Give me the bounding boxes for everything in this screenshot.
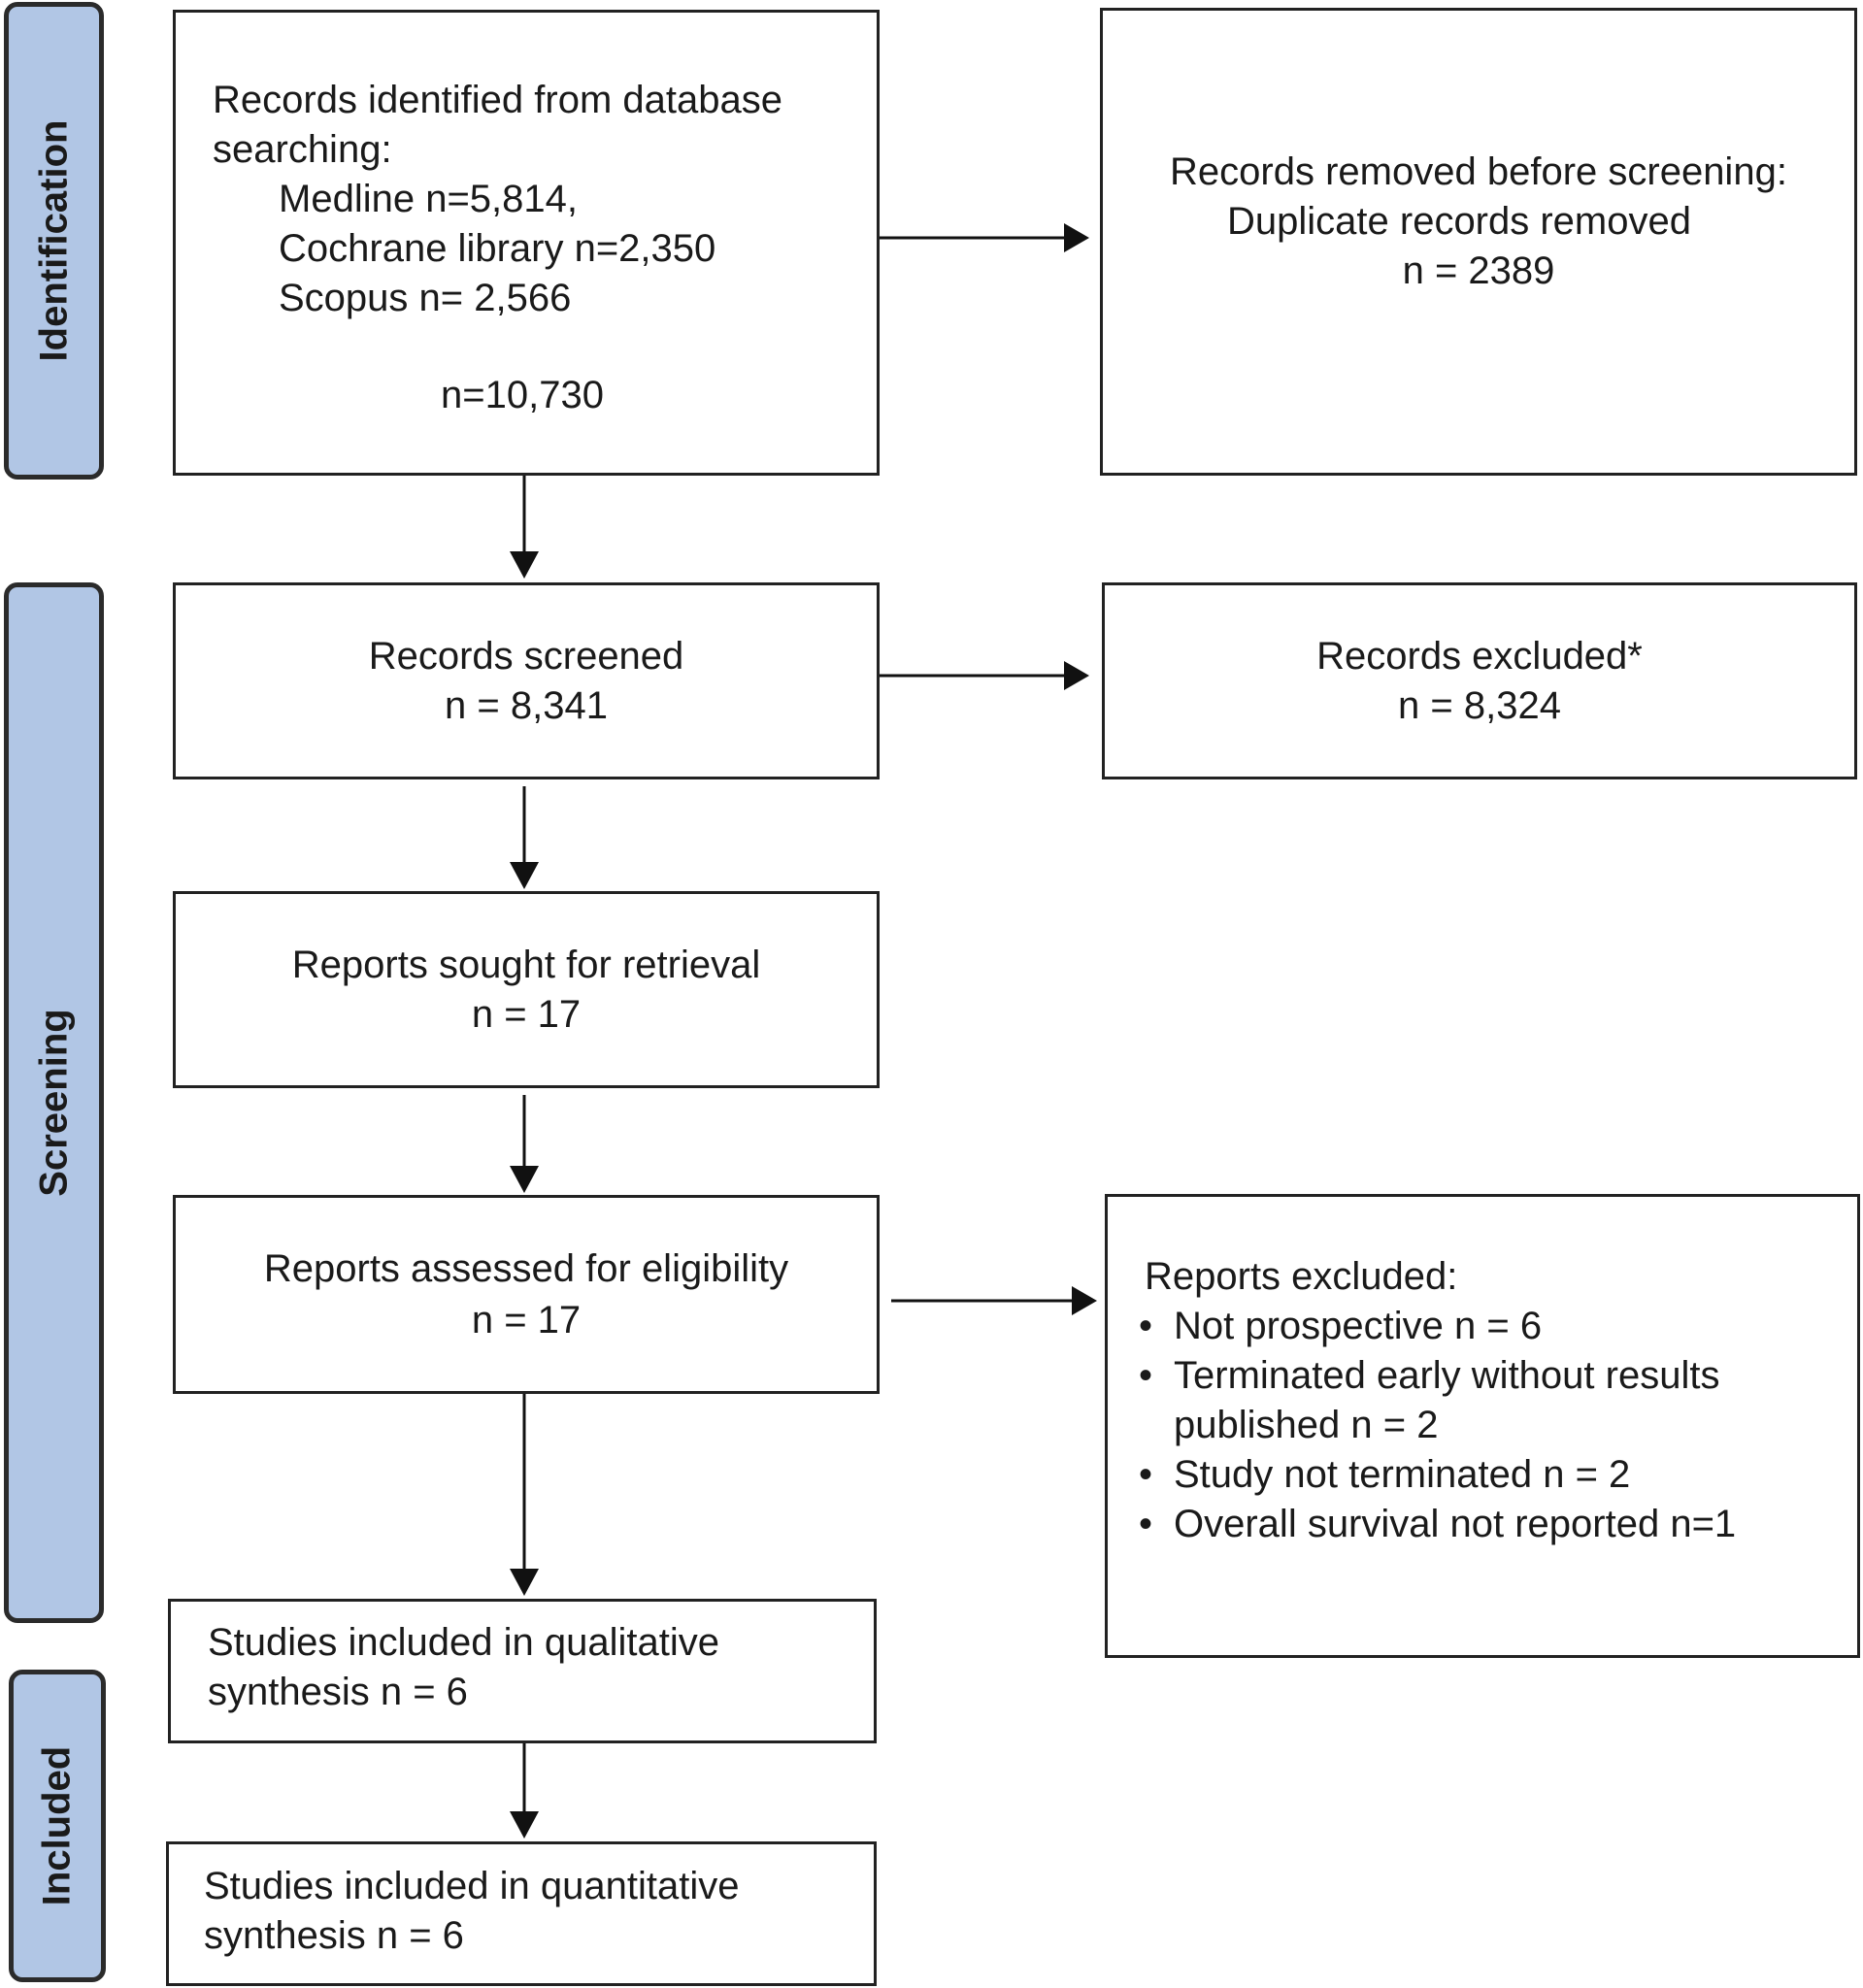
arrowhead bbox=[510, 862, 539, 889]
records-screened-label: Records screened bbox=[368, 634, 684, 678]
quantitative-synthesis-box: Studies included in quantitative synthes… bbox=[166, 1841, 877, 1986]
reports-excluded-title: Reports excluded: bbox=[1145, 1255, 1458, 1298]
excluded-reason-item: Not prospective n = 6 bbox=[1139, 1302, 1838, 1351]
records-removed-box: Records removed before screening: Duplic… bbox=[1100, 8, 1857, 476]
records-identified-total: n=10,730 bbox=[441, 374, 604, 416]
arrowhead bbox=[510, 1569, 539, 1596]
records-identified-title-2: searching: bbox=[213, 128, 392, 171]
reports-sought-box: Reports sought for retrieval n = 17 bbox=[173, 891, 880, 1088]
qualitative-synthesis-box: Studies included in qualitative synthesi… bbox=[168, 1599, 877, 1743]
excluded-reason-item: Study not terminated n = 2 bbox=[1139, 1450, 1838, 1500]
records-excluded-count: n = 8,324 bbox=[1398, 683, 1561, 727]
arrowhead bbox=[510, 551, 539, 579]
arrowhead bbox=[1064, 223, 1089, 252]
arrowhead bbox=[510, 1166, 539, 1193]
reports-excluded-box: Reports excluded: Not prospective n = 6 … bbox=[1105, 1194, 1860, 1658]
records-identified-title-1: Records identified from database bbox=[213, 79, 782, 121]
records-screened-count: n = 8,341 bbox=[445, 683, 608, 727]
records-removed-count: n = 2389 bbox=[1402, 249, 1555, 292]
excluded-reason-item: Terminated early without results publish… bbox=[1139, 1351, 1795, 1450]
records-identified-box: Records identified from database searchi… bbox=[173, 10, 880, 476]
reports-excluded-list: Not prospective n = 6 Terminated early w… bbox=[1139, 1302, 1838, 1549]
records-excluded-box: Records excluded* n = 8,324 bbox=[1102, 582, 1857, 779]
records-removed-line-1: Records removed before screening: bbox=[1170, 150, 1787, 193]
excluded-reason-item: Overall survival not reported n=1 bbox=[1139, 1500, 1838, 1549]
arrowhead bbox=[1064, 661, 1089, 690]
phase-screening: Screening bbox=[4, 582, 104, 1623]
phase-identification: Identification bbox=[4, 2, 104, 480]
reports-assessed-label: Reports assessed for eligibility bbox=[263, 1246, 789, 1290]
qualitative-line-2: synthesis n = 6 bbox=[208, 1671, 468, 1713]
records-removed-line-2: Duplicate records removed bbox=[1227, 200, 1691, 243]
reports-assessed-box: Reports assessed for eligibility n = 17 bbox=[173, 1195, 880, 1394]
arrowhead bbox=[510, 1811, 539, 1839]
records-excluded-label: Records excluded* bbox=[1316, 634, 1643, 678]
reports-assessed-count: n = 17 bbox=[471, 1298, 582, 1342]
phase-included: Included bbox=[9, 1670, 106, 1982]
records-screened-box: Records screened n = 8,341 bbox=[173, 582, 880, 779]
quantitative-line-1: Studies included in quantitative bbox=[204, 1865, 740, 1907]
reports-sought-count: n = 17 bbox=[471, 992, 582, 1036]
source-medline: Medline n=5,814, bbox=[279, 178, 579, 220]
reports-sought-label: Reports sought for retrieval bbox=[291, 943, 761, 986]
arrowhead bbox=[1072, 1286, 1097, 1315]
qualitative-line-1: Studies included in qualitative bbox=[208, 1621, 720, 1664]
source-cochrane: Cochrane library n=2,350 bbox=[279, 227, 716, 270]
source-scopus: Scopus n= 2,566 bbox=[279, 277, 572, 319]
quantitative-line-2: synthesis n = 6 bbox=[204, 1914, 464, 1957]
